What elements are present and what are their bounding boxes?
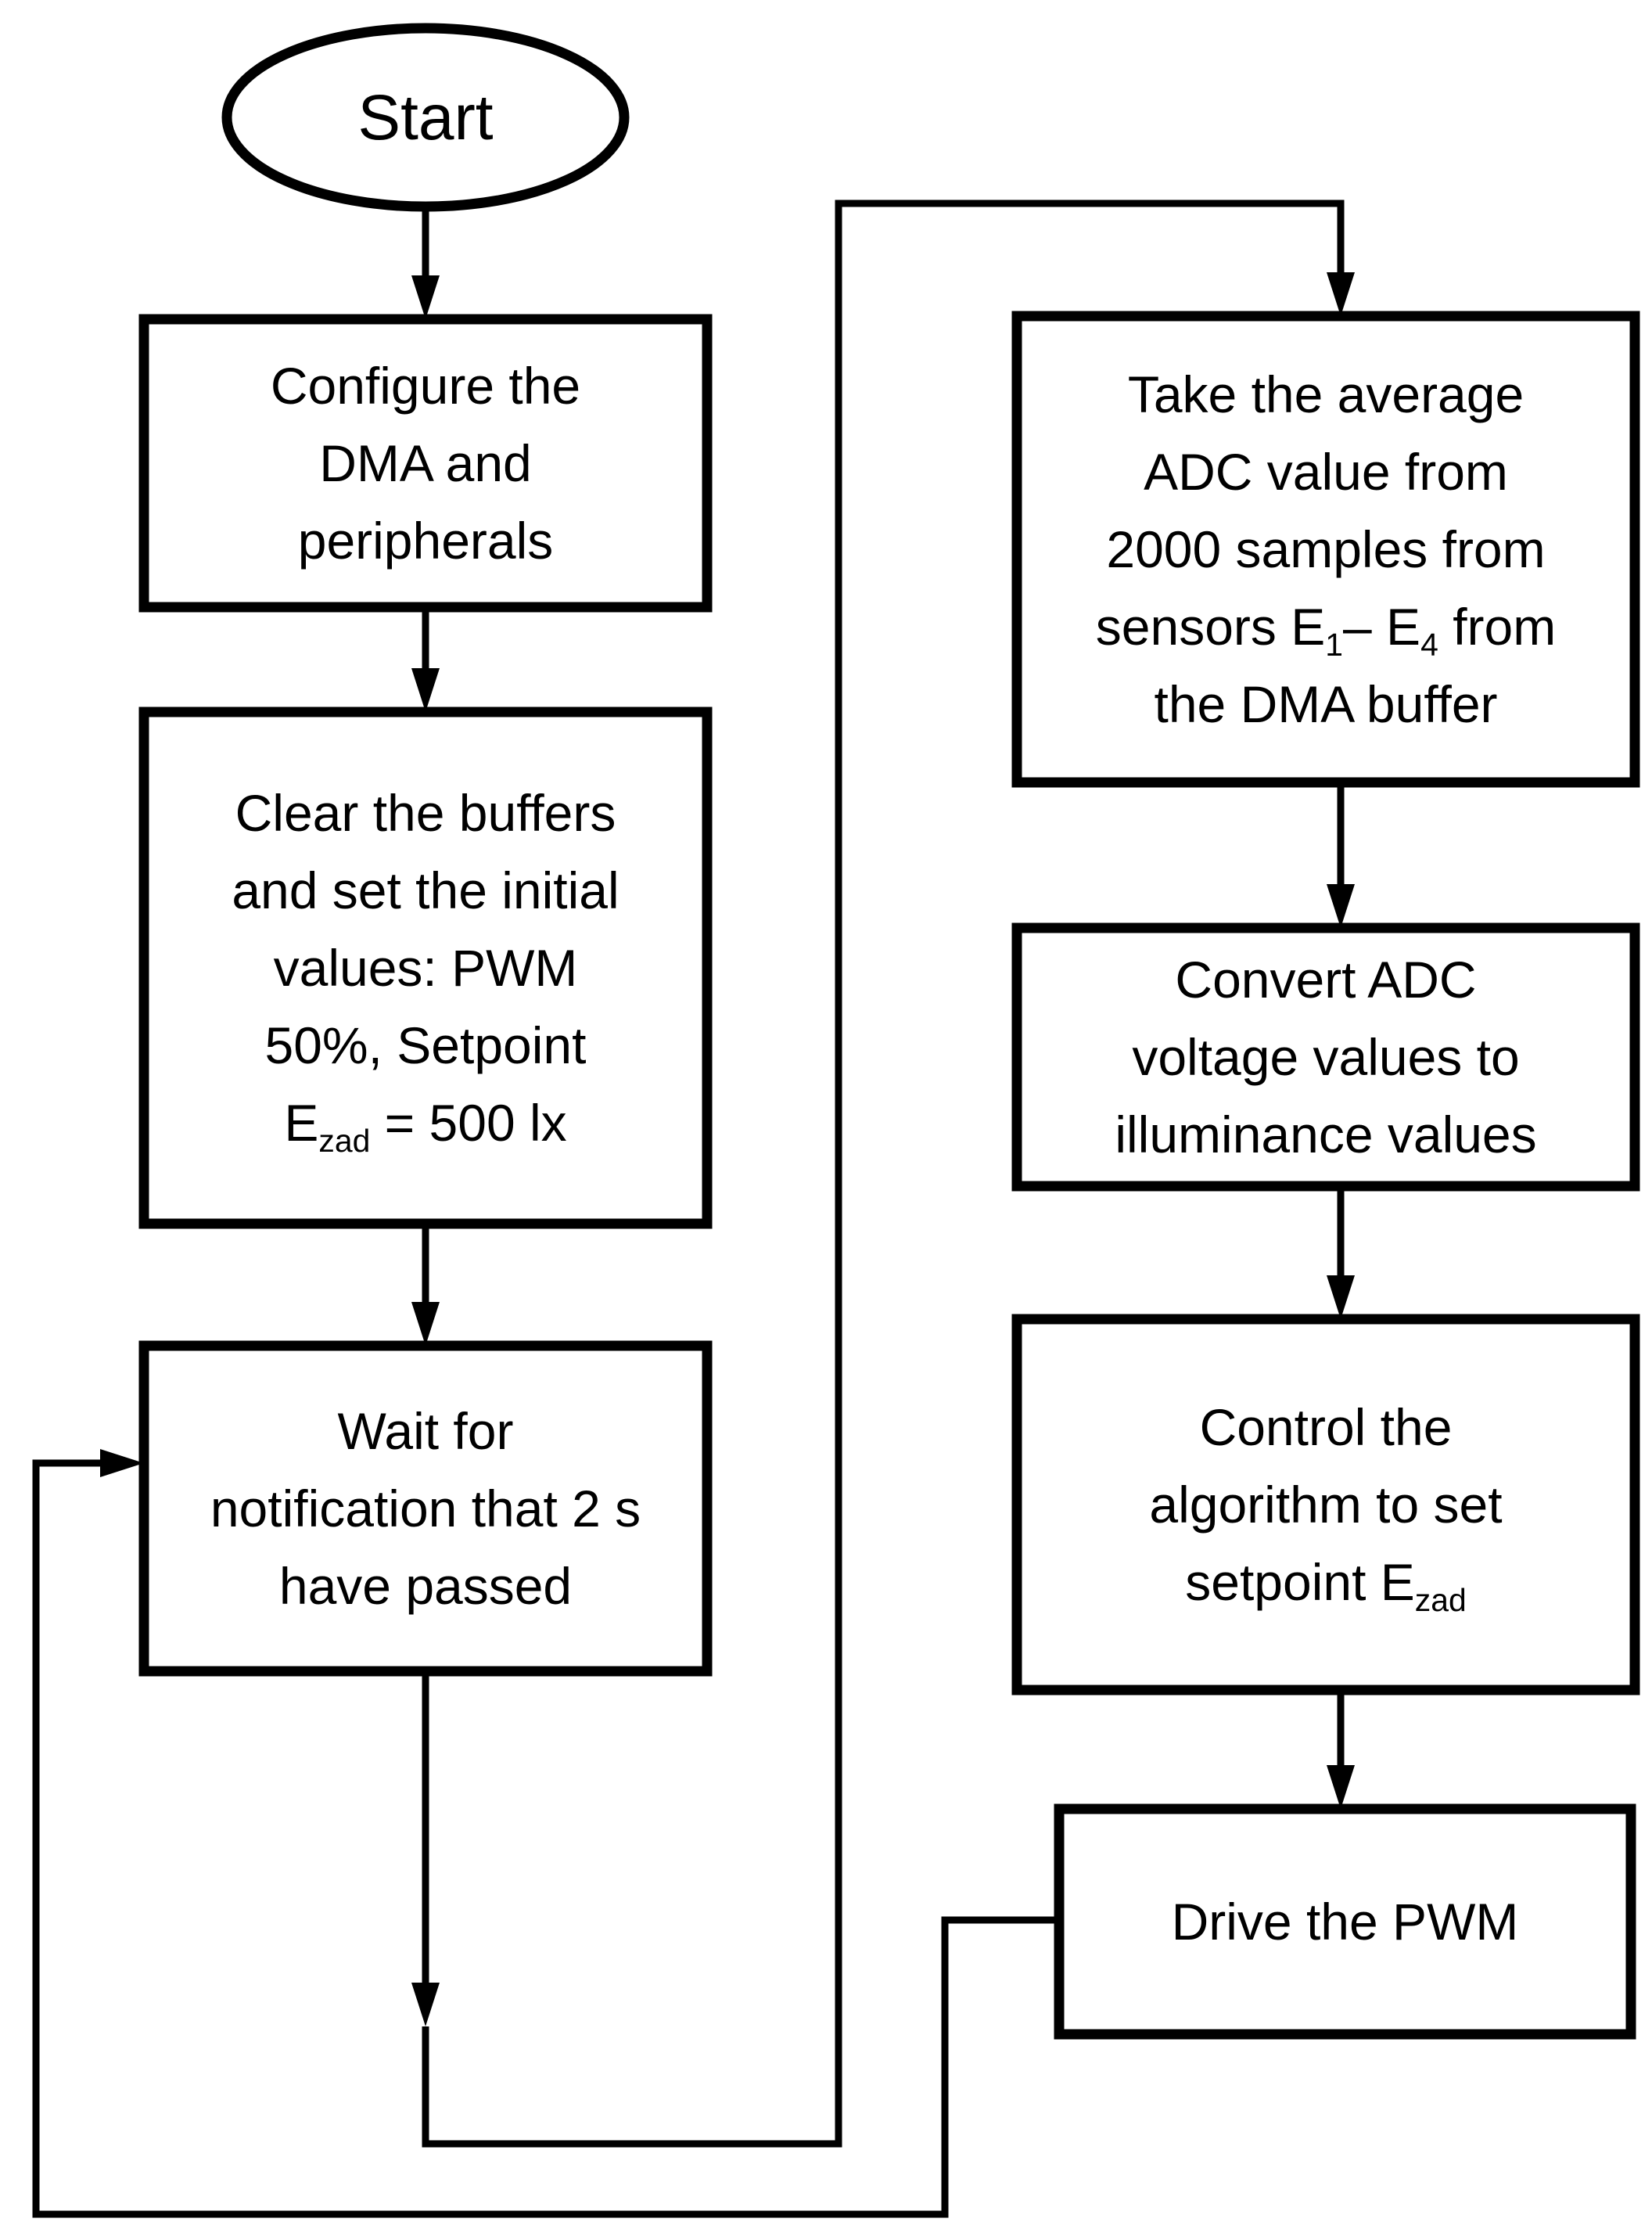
convert-adc-box-outline bbox=[1011, 922, 1640, 1192]
arrowhead-into-drive bbox=[1327, 1765, 1355, 1809]
arrowhead-into-configure bbox=[411, 275, 440, 319]
arrowhead-into-wait bbox=[411, 1302, 440, 1346]
start-label: Start bbox=[357, 81, 494, 153]
drive-pwm-box-label: Drive the PWM bbox=[1171, 1892, 1519, 1951]
connector-drive-loopback-to-wait bbox=[32, 1459, 1059, 2218]
connector-wait-to-average bbox=[422, 200, 1345, 2148]
arrowhead-into-average bbox=[1327, 272, 1355, 316]
arrowhead-into-control bbox=[1327, 1275, 1355, 1319]
control-algorithm-box-outline bbox=[1011, 1314, 1640, 1695]
arrowhead-wait-down-midpath bbox=[411, 1983, 440, 2026]
arrowhead-into-clear bbox=[411, 668, 440, 712]
average-adc-box-outline bbox=[1011, 311, 1640, 788]
arrowhead-loopback-into-wait bbox=[100, 1449, 144, 1477]
arrowhead-into-convert bbox=[1327, 884, 1355, 928]
